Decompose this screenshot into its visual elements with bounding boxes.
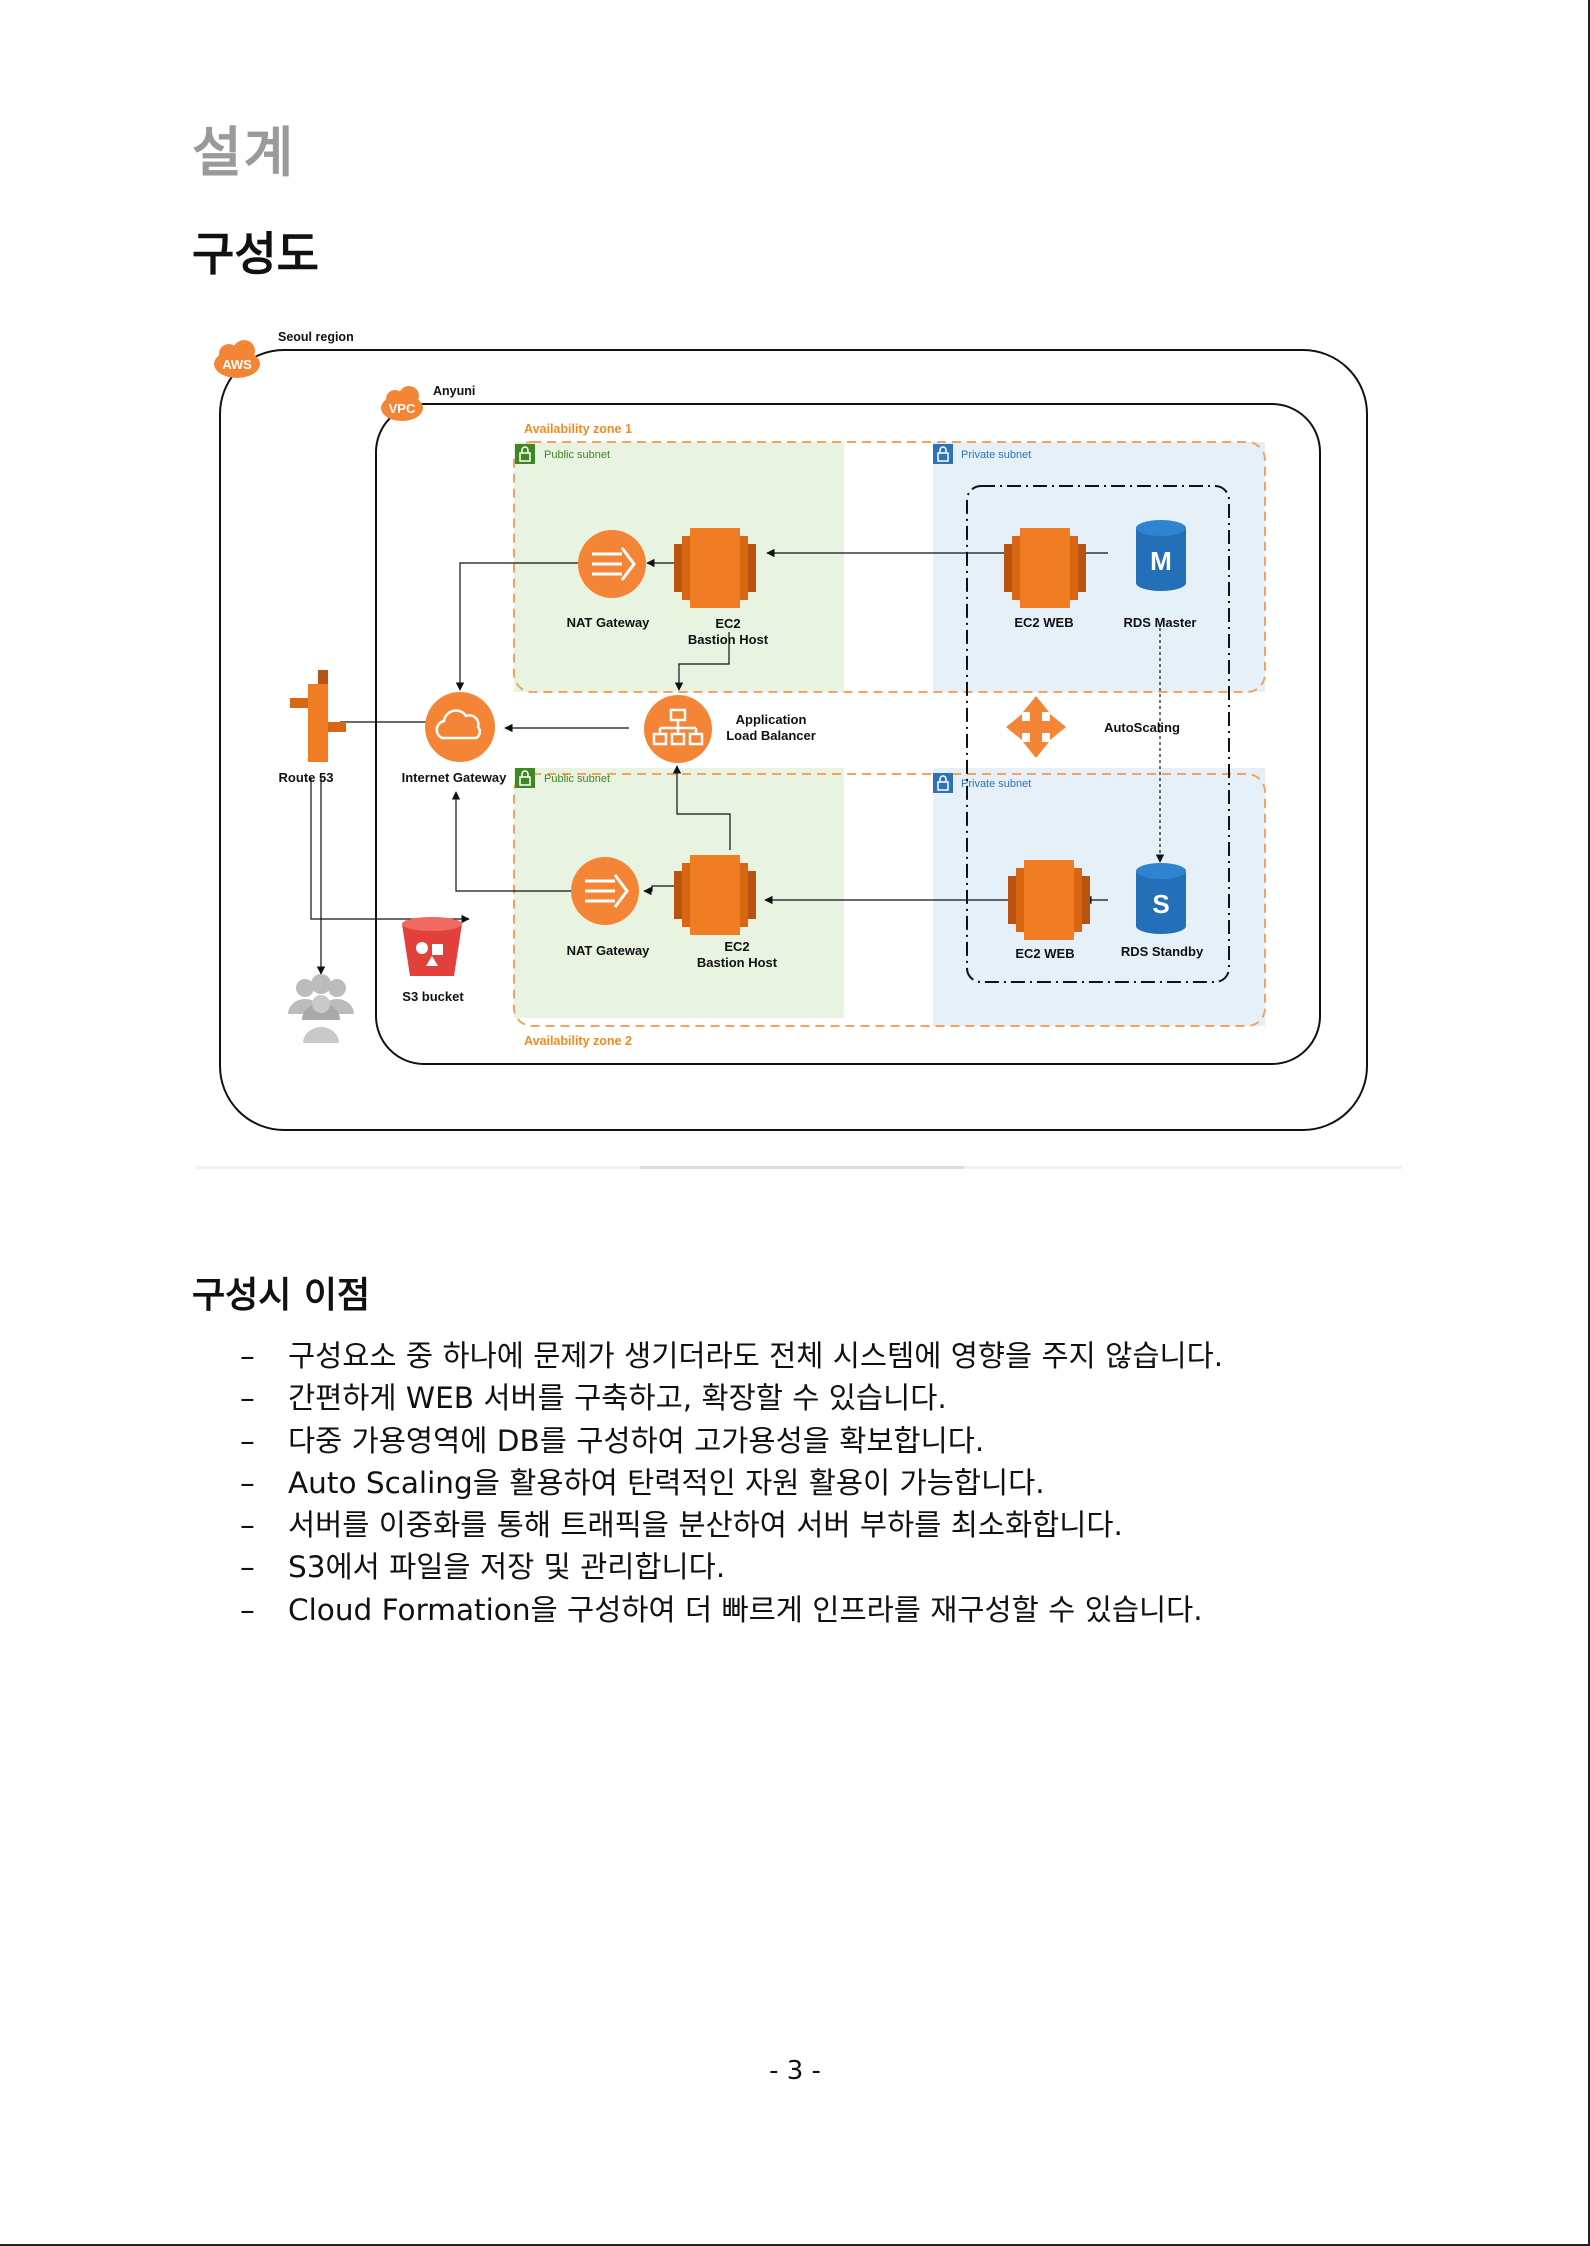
architecture-diagram: AWS Seoul region VPC Anyuni Availability…: [192, 318, 1404, 1168]
list-item: –Cloud Formation을 구성하여 더 빠르게 인프라를 재구성할 수…: [240, 1589, 1223, 1631]
private-subnet-2: [933, 768, 1265, 1026]
page-bottom-edge: [0, 2244, 1590, 2246]
availability-zone-2: [513, 773, 1266, 1027]
ec2-bastion-2-line1: EC2: [724, 939, 749, 954]
list-bullet: –: [240, 1508, 255, 1543]
load-balancer-icon: [644, 695, 712, 763]
connectors: [310, 548, 1165, 975]
list-bullet: –: [240, 1592, 255, 1627]
private-subnet-1: [933, 442, 1265, 692]
rds-database-icon: M: [1136, 520, 1186, 591]
vpc-badge: VPC: [389, 401, 416, 416]
ec2-instance-icon: [1004, 528, 1086, 608]
diagram-scroll-hint: [640, 1166, 964, 1169]
list-item-text: Auto Scaling을 활용하여 탄력적인 자원 활용이 가능합니다.: [288, 1465, 1045, 1500]
internet-gateway-cloud-icon: [425, 692, 495, 762]
vpc-label: Anyuni: [433, 384, 475, 398]
vpc-boundary: [375, 403, 1321, 1065]
internet-gateway-label: Internet Gateway: [402, 770, 508, 785]
s3-bucket-label: S3 bucket: [402, 989, 464, 1004]
public-subnet-1-label: Public subnet: [544, 449, 610, 461]
lock-icon: [515, 444, 535, 464]
nat-gateway-icon: [571, 857, 639, 925]
rds-database-icon: S: [1136, 863, 1186, 934]
nat-gateway-icon: [578, 530, 646, 598]
autoscaling-group-boundary: [966, 485, 1230, 983]
region-label: Seoul region: [278, 330, 354, 344]
list-item: –구성요소 중 하나에 문제가 생기더라도 전체 시스템에 영향을 주지 않습니…: [240, 1335, 1223, 1377]
availability-zone-1: [513, 441, 1266, 693]
list-item: –다중 가용영역에 DB를 구성하여 고가용성을 확보합니다.: [240, 1420, 1223, 1462]
nat-gateway-1-label: NAT Gateway: [567, 615, 651, 630]
ec2-instance-icon: [674, 855, 756, 935]
list-bullet: –: [240, 1423, 255, 1458]
zone-2-label: Availability zone 2: [524, 1034, 632, 1048]
ec2-web-2-label: EC2 WEB: [1015, 946, 1074, 961]
zone-1-label: Availability zone 1: [524, 422, 632, 436]
lock-icon: [515, 768, 535, 788]
list-item-text: 간편하게 WEB 서버를 구축하고, 확장할 수 있습니다.: [288, 1381, 947, 1416]
nat-gateway-2-label: NAT Gateway: [567, 943, 651, 958]
ec2-bastion-1-line2: Bastion Host: [688, 632, 769, 647]
page-number: - 3 -: [769, 2056, 821, 2086]
list-item-text: 구성요소 중 하나에 문제가 생기더라도 전체 시스템에 영향을 주지 않습니다…: [288, 1339, 1224, 1373]
ec2-bastion-2-line2: Bastion Host: [697, 955, 778, 970]
list-item: –S3에서 파일을 저장 및 관리합니다.: [240, 1546, 1223, 1588]
list-bullet: –: [240, 1339, 255, 1373]
list-item-text: 다중 가용영역에 DB를 구성하여 고가용성을 확보합니다.: [288, 1423, 985, 1458]
ec2-instance-icon: [1008, 860, 1090, 940]
benefits-title: 구성시 이점: [192, 1275, 371, 1316]
list-item-text: 서버를 이중화를 통해 트래픽을 분산하여 서버 부하를 최소화합니다.: [288, 1508, 1123, 1543]
rds-master-label: RDS Master: [1124, 615, 1197, 630]
private-subnet-2-label: Private subnet: [961, 778, 1031, 790]
ec2-instance-icon: [674, 528, 756, 608]
rds-standby-label: RDS Standby: [1121, 944, 1204, 959]
users-icon: [288, 974, 354, 1043]
ec2-bastion-1-line1: EC2: [715, 616, 740, 631]
alb-line2: Load Balancer: [726, 728, 816, 743]
vpc-cloud-icon: VPC: [381, 386, 423, 421]
aws-badge: AWS: [222, 357, 252, 372]
route53-icon: [290, 670, 346, 762]
route53-label: Route 53: [279, 770, 334, 785]
architecture-title: 구성도: [192, 227, 319, 281]
public-subnet-2-label: Public subnet: [544, 773, 610, 785]
alb-line1: Application: [736, 712, 807, 727]
list-bullet: –: [240, 1550, 255, 1585]
list-bullet: –: [240, 1381, 255, 1416]
section-title: 설계: [192, 121, 296, 184]
lock-icon: [933, 444, 953, 464]
ec2-web-1-label: EC2 WEB: [1014, 615, 1073, 630]
s3-bucket-icon: [402, 917, 462, 976]
list-item-text: S3에서 파일을 저장 및 관리합니다.: [288, 1550, 726, 1585]
rds-master-glyph: M: [1150, 546, 1172, 576]
lock-icon: [933, 773, 953, 793]
list-item: –간편하게 WEB 서버를 구축하고, 확장할 수 있습니다.: [240, 1377, 1223, 1419]
aws-cloud-icon: AWS: [214, 340, 260, 378]
region-boundary: [219, 349, 1368, 1131]
page-right-edge: [1588, 0, 1590, 2246]
private-subnet-1-label: Private subnet: [961, 449, 1031, 461]
list-item: –Auto Scaling을 활용하여 탄력적인 자원 활용이 가능합니다.: [240, 1462, 1223, 1504]
benefits-list: –구성요소 중 하나에 문제가 생기더라도 전체 시스템에 영향을 주지 않습니…: [240, 1335, 1223, 1631]
list-bullet: –: [240, 1465, 255, 1500]
list-item: –서버를 이중화를 통해 트래픽을 분산하여 서버 부하를 최소화합니다.: [240, 1504, 1223, 1546]
list-item-text: Cloud Formation을 구성하여 더 빠르게 인프라를 재구성할 수 …: [288, 1592, 1203, 1627]
autoscaling-label: AutoScaling: [1104, 720, 1180, 735]
rds-standby-glyph: S: [1152, 889, 1169, 919]
autoscaling-arrows-icon: [1006, 696, 1066, 758]
